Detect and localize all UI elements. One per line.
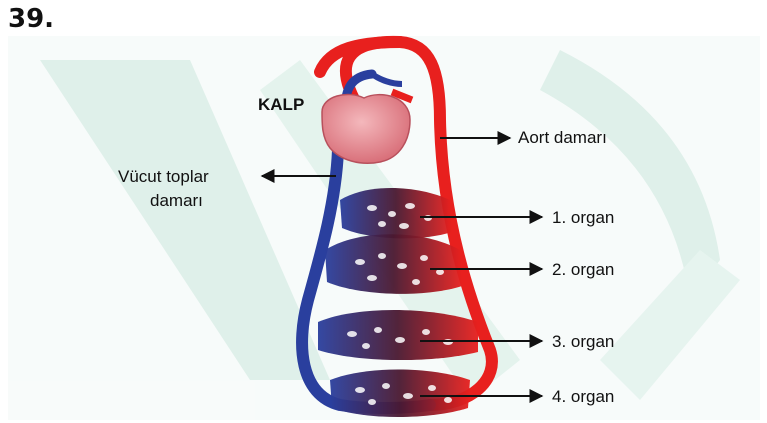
heart-shape: [322, 94, 410, 163]
capillary-bed-3: [318, 310, 478, 360]
aorta-label: Aort damarı: [518, 128, 607, 147]
organ4-label: 4. organ: [552, 387, 614, 406]
organ2-label: 2. organ: [552, 260, 614, 279]
capillary-bed-1: [340, 188, 452, 238]
vena-cava-label-line2: damarı: [150, 191, 203, 210]
organ1-label: 1. organ: [552, 208, 614, 227]
heart-label: KALP: [258, 95, 304, 114]
capillary-bed-2: [325, 234, 462, 294]
vena-cava-label-line1: Vücut toplar: [118, 167, 209, 186]
capillary-bed-4: [330, 370, 470, 418]
organ3-label: 3. organ: [552, 332, 614, 351]
